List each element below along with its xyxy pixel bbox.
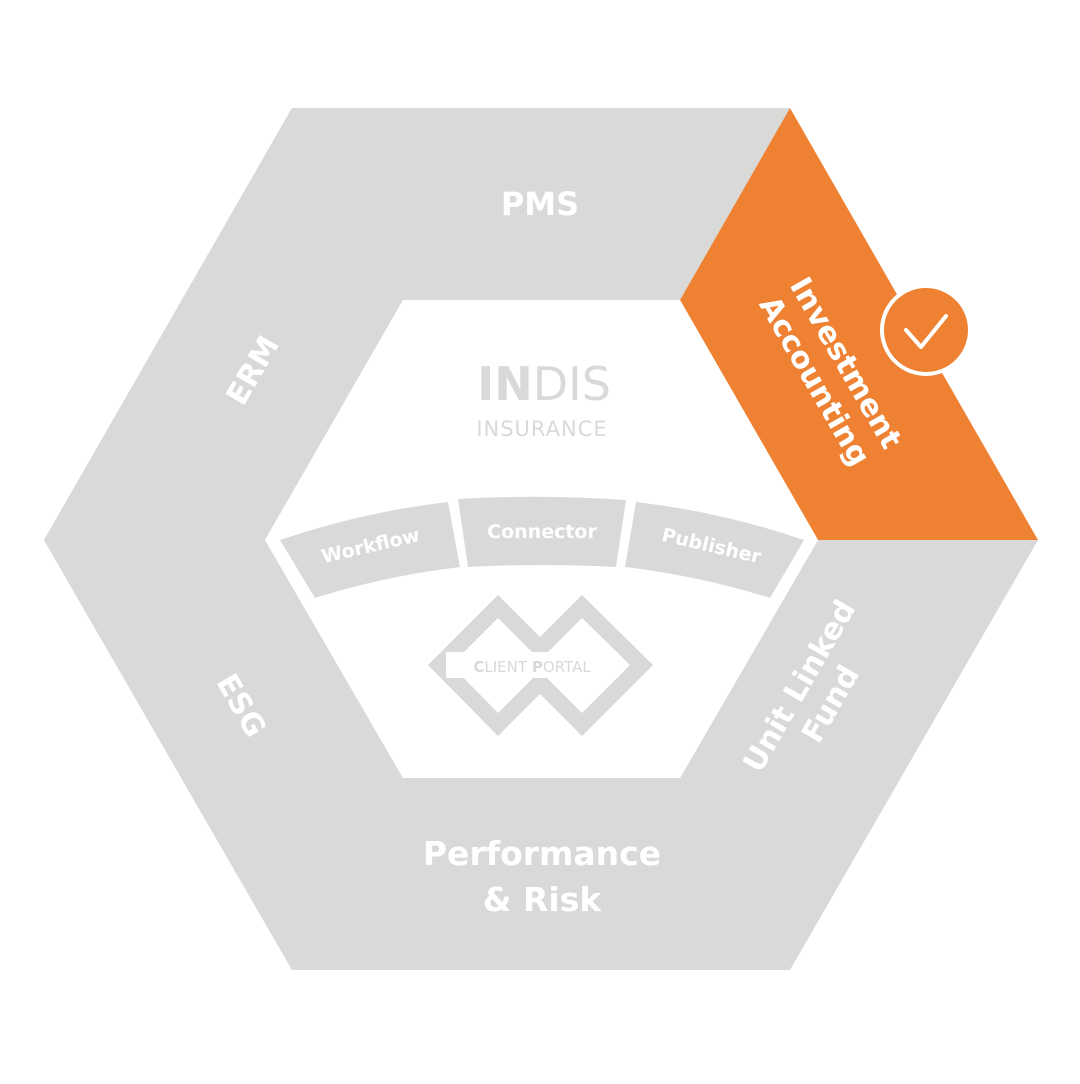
segment-investment-accounting-shape[interactable]: [680, 108, 1038, 540]
tool-publisher[interactable]: Publisher: [625, 502, 804, 598]
segment-esg[interactable]: ESG: [44, 540, 403, 970]
check-icon: [904, 314, 948, 349]
segment-pms[interactable]: PMS: [292, 108, 790, 300]
segment-esg-hit[interactable]: [44, 540, 403, 970]
client-portal-text: CLIENT PORTAL: [473, 658, 591, 676]
segment-performance-risk-label-line1: Performance: [423, 834, 661, 873]
client-portal-c: C: [473, 658, 484, 676]
segment-performance-risk-label-line2: & Risk: [483, 880, 603, 919]
client-portal-mark: [428, 595, 653, 736]
client-portal-text-bg: [446, 652, 618, 678]
segment-performance-risk[interactable]: Performance & Risk: [292, 778, 790, 970]
segment-erm[interactable]: ERM: [44, 108, 403, 540]
indis-brand-sub: INSURANCE: [476, 417, 607, 441]
segment-performance-risk-shape[interactable]: [292, 778, 790, 970]
client-portal-logo: CLIENT PORTAL: [428, 595, 653, 736]
tool-publisher-shape[interactable]: [625, 502, 804, 598]
client-portal-rest2: ORTAL: [543, 658, 591, 676]
client-portal-p: P: [532, 658, 543, 676]
segment-erm-hit[interactable]: [44, 108, 403, 540]
tool-workflow-shape[interactable]: [280, 502, 460, 598]
tool-connector[interactable]: Connector: [458, 496, 626, 567]
tool-connector-shape[interactable]: [458, 496, 626, 567]
client-portal-rest1: LIENT: [484, 658, 531, 676]
selected-check-badge[interactable]: [880, 284, 972, 376]
indis-logo: INDIS INSURANCE: [476, 357, 611, 441]
indis-brand: INDIS: [477, 357, 611, 411]
segment-investment-accounting[interactable]: Investment Accounting: [680, 108, 1038, 540]
check-badge-circle: [880, 284, 972, 376]
tool-workflow[interactable]: Workflow: [280, 502, 460, 598]
indis-brand-bold: IN: [477, 357, 533, 411]
segment-pms-label: PMS: [501, 185, 579, 223]
segment-pms-shape[interactable]: [292, 108, 790, 300]
segment-unit-linked-fund-shape[interactable]: [680, 540, 1038, 970]
tool-connector-label: Connector: [487, 521, 597, 543]
indis-brand-light: DIS: [533, 357, 611, 411]
